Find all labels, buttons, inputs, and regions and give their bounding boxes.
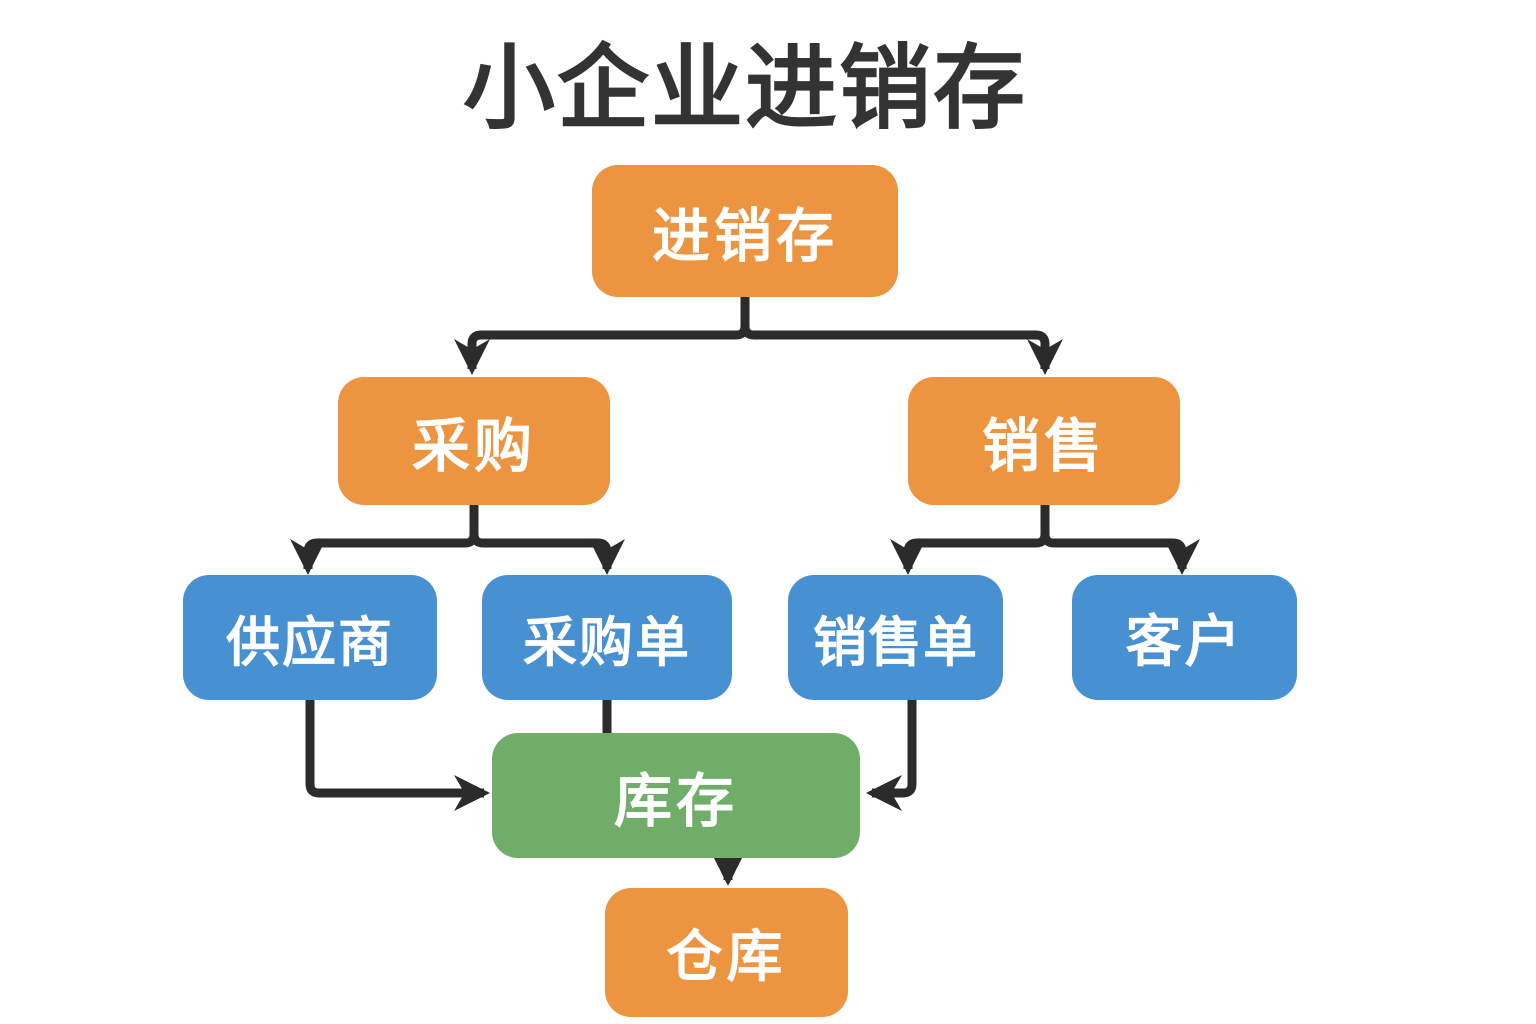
node-warehouse: 仓库 xyxy=(605,888,848,1017)
edge-supplier-inventory xyxy=(305,700,490,811)
node-sales-label: 销售 xyxy=(981,414,1106,479)
node-customer: 客户 xyxy=(1072,575,1297,700)
node-purchase-order-label: 采购单 xyxy=(523,613,691,673)
edge-root-sales xyxy=(740,297,1063,375)
edge-sales-customer xyxy=(1040,505,1200,575)
node-purchasing: 采购 xyxy=(338,377,610,505)
node-inventory: 库存 xyxy=(492,733,860,858)
node-sales-order: 销售单 xyxy=(788,575,1003,700)
node-supplier: 供应商 xyxy=(183,575,437,700)
edge-sales-order-inventory xyxy=(866,700,917,811)
node-purchase-order: 采购单 xyxy=(482,575,732,700)
node-root-label: 进销存 xyxy=(651,204,838,269)
edge-sales-sales-order xyxy=(890,505,1050,575)
node-inventory-label: 库存 xyxy=(613,768,738,834)
node-supplier-label: 供应商 xyxy=(226,613,394,673)
edge-purchasing-supplier xyxy=(290,505,479,575)
node-sales: 销售 xyxy=(908,377,1180,505)
node-customer-label: 客户 xyxy=(1125,610,1244,673)
node-root-inventory-system: 进销存 xyxy=(592,165,898,297)
node-purchasing-label: 采购 xyxy=(411,414,536,479)
edge-purchasing-purchase-order xyxy=(469,505,625,575)
edge-root-purchasing xyxy=(454,297,750,375)
node-sales-order-label: 销售单 xyxy=(813,613,978,673)
diagram-title: 小企业进销存 xyxy=(462,38,1027,140)
node-warehouse-label: 仓库 xyxy=(666,925,787,988)
